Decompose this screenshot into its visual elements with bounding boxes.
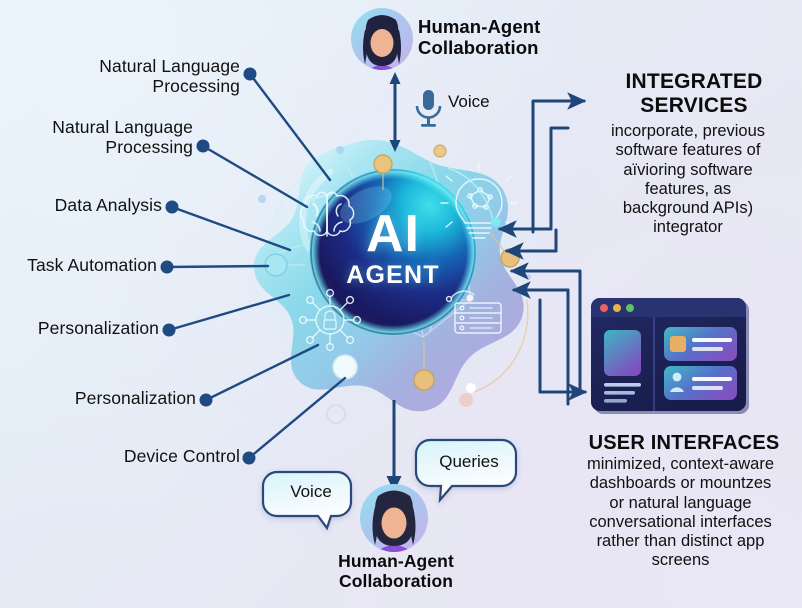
decorative-dots <box>258 144 531 424</box>
network-security-lock-icon <box>298 288 362 352</box>
capability-label-4: Personalization <box>37 318 159 338</box>
capability-label-6: Device Control <box>123 446 240 466</box>
traffic-light-red <box>600 304 608 312</box>
core-label-agent: AGENT <box>346 261 440 289</box>
traffic-light-green <box>626 304 634 312</box>
top-human-agent-title: Human-Agent Collaboration <box>418 16 541 59</box>
capability-label-2: Data Analysis <box>54 195 162 215</box>
traffic-light-yellow <box>613 304 621 312</box>
capability-label-5: Personalization <box>74 388 196 408</box>
bottom-human-agent-title: Human-Agent Collaboration <box>338 551 454 592</box>
user-interfaces-body: minimized, context-aware dashboards or m… <box>586 455 775 570</box>
left-connector-lines <box>165 72 347 460</box>
voice-double-arrow-top <box>389 72 401 152</box>
microphone-icon <box>415 90 442 127</box>
core-label-ai: AI <box>366 205 420 263</box>
browser-window-mockup <box>591 298 749 414</box>
lightbulb-idea-icon <box>440 162 518 239</box>
ai-agent-core <box>309 168 477 336</box>
user-interfaces-title: USER INTERFACES <box>588 432 780 454</box>
integrated-services-title: INTEGRATED SERVICES <box>625 70 763 117</box>
speech-bubble-queries <box>414 438 518 504</box>
capability-label-0: Natural Language Processing <box>99 56 240 96</box>
left-connector-dots <box>160 67 257 465</box>
orange-square-icon <box>670 336 686 352</box>
person-icon <box>670 372 684 392</box>
integrated-services-body: incorporate, previous software features … <box>610 122 766 237</box>
top-voice-label: Voice <box>448 92 490 111</box>
capability-label-3: Task Automation <box>27 255 157 275</box>
right-arrow-network <box>497 92 588 406</box>
speech-bubble-voice <box>261 470 353 531</box>
capability-label-1: Natural Language Processing <box>52 117 193 157</box>
top-avatar <box>351 8 413 70</box>
server-data-icon <box>445 290 502 334</box>
bottom-arrow-down <box>386 400 402 492</box>
